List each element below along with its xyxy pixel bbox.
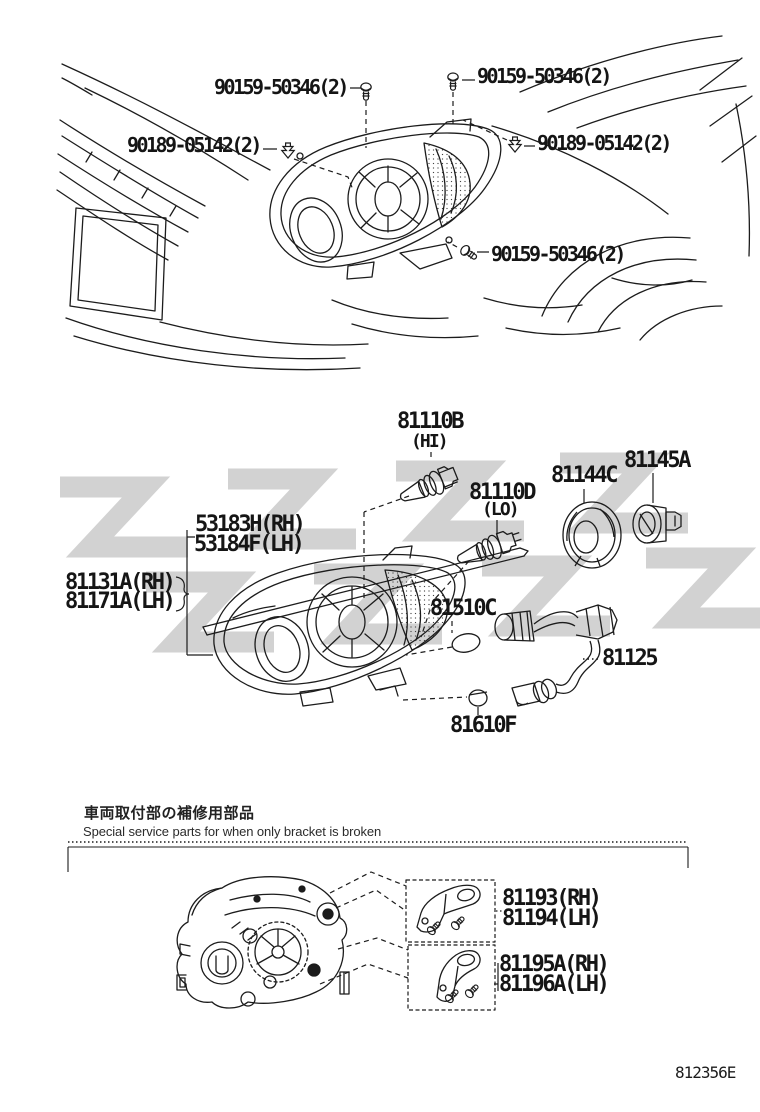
bracket-box-1 <box>405 879 496 943</box>
part-label-bracket2-rh: 81195A(RH) <box>499 952 610 977</box>
bracket-box-2 <box>407 944 496 1011</box>
retainer-ring-art <box>562 501 622 569</box>
screw-icon <box>463 981 482 1000</box>
part-label-bracket1-rh: 81193(RH) <box>502 886 602 911</box>
part-label-screw-bottom: 90159-50346(2) <box>491 242 626 266</box>
figure-code: 812356E <box>675 1063 736 1082</box>
part-label-moulding-rh: 53183H(RH) <box>195 512 306 537</box>
socket-bulb-art <box>632 504 682 544</box>
leader-lines-middle <box>175 452 654 715</box>
leader-lines-top <box>263 79 535 253</box>
clip-icon <box>281 142 295 159</box>
part-label-socket-bulb: 81145A <box>624 448 691 473</box>
front-end-art <box>56 35 757 371</box>
part-label-bulb-hi-qualifier: (HI) <box>411 431 449 452</box>
service-parts-heading-en: Special service parts for when only brac… <box>83 824 382 839</box>
part-label-clip-left: 90189-05142(2) <box>127 133 262 157</box>
part-label-clip-right: 90189-05142(2) <box>537 131 672 155</box>
part-label-screw-top-right: 90159-50346(2) <box>477 64 612 88</box>
part-label-headlamp-rh: 81131A(RH) <box>65 570 176 595</box>
bulb-lo-art <box>456 530 522 564</box>
leader-lines-bottom <box>319 871 502 991</box>
part-label-screw-top-left: 90159-50346(2) <box>214 75 349 99</box>
headlamp-installed-art <box>269 118 502 280</box>
part-label-bulb-hi: 81110B <box>397 409 464 434</box>
part-label-bulb-lo: 81110D <box>469 480 536 505</box>
wire-harness-art <box>494 604 618 707</box>
clip-icon <box>508 136 522 153</box>
part-label-retainer: 81144C <box>551 463 618 488</box>
part-label-headlamp-lh: 81171A(LH) <box>65 589 176 614</box>
bulb-hi-art <box>399 466 459 502</box>
service-parts-heading-jp: 車両取付部の補修用部品 <box>84 805 255 822</box>
screw-icon <box>449 913 468 932</box>
part-label-cord: 81125 <box>602 646 659 671</box>
gasket-art <box>451 633 481 653</box>
part-label-cap: 81610F <box>450 713 517 738</box>
screw-icon <box>458 243 480 263</box>
cap-art <box>468 689 488 707</box>
service-parts-frame <box>67 841 689 872</box>
headlamp-exploded-art <box>202 545 529 707</box>
screw-icon <box>447 72 459 91</box>
part-label-moulding-lh: 53184F(LH) <box>194 532 305 557</box>
screw-icon <box>360 82 372 101</box>
part-label-bracket2-lh: 81196A(LH) <box>499 972 610 997</box>
part-label-bulb-lo-qualifier: (LO) <box>482 499 520 520</box>
part-label-bracket1-lh: 81194(LH) <box>502 906 602 931</box>
part-label-gasket: 81510C <box>430 596 497 621</box>
housing-rear-art <box>176 876 350 1009</box>
